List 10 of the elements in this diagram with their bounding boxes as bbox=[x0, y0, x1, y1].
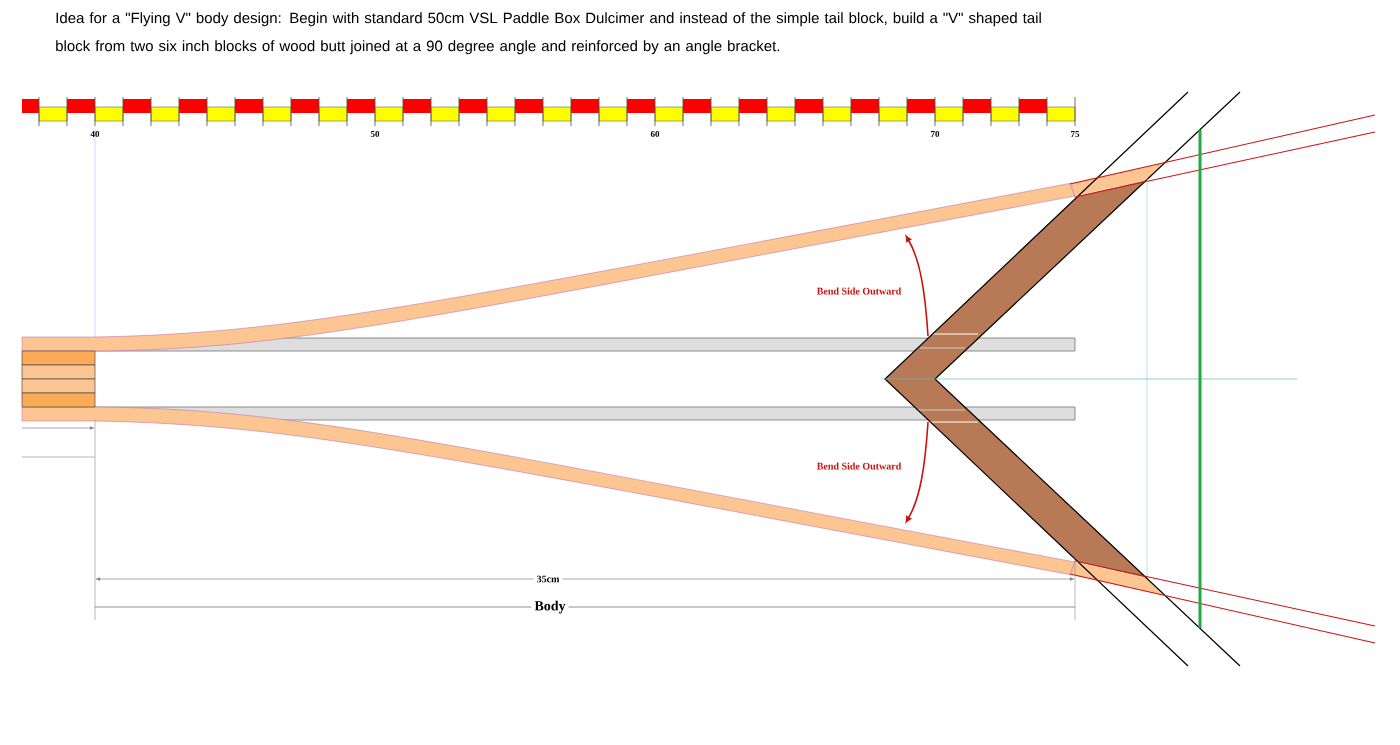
dimension-label: 35cm bbox=[533, 574, 563, 584]
dimension-label: Body bbox=[531, 599, 569, 615]
ruler-number: 75 bbox=[1071, 131, 1080, 137]
bend-label: Bend Side Outward bbox=[816, 287, 902, 295]
title: Idea for a "Flying V" body design: Begin with standard 50cm VSL Paddle Box Dulcimer and instead of the simple tail block, build a "V" shaped tail block from two six inch blocks of wood butt joined at a 90 degree angle and reinforced by an angle bracket. bbox=[56, 12, 1041, 55]
ruler-number: 40 bbox=[90, 130, 100, 138]
ruler-number: 60 bbox=[650, 130, 660, 138]
ruler-number: 50 bbox=[370, 130, 380, 138]
ruler-number: 70 bbox=[931, 130, 940, 138]
bend-label: Bend Side Outward bbox=[816, 462, 902, 470]
